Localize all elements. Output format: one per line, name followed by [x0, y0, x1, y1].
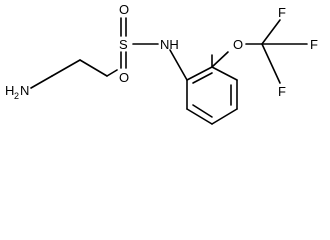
fluorine-right-label: F: [310, 37, 318, 52]
bond-c2-c3: [79, 59, 108, 77]
ring-double-1: [192, 72, 213, 84]
fluorine-top-label: F: [278, 5, 286, 20]
bond-c-f-bottom: [261, 43, 281, 84]
molecule-canvas: H 2 N S O O NH O F F F: [5, 2, 318, 125]
amine-n-label: N: [20, 83, 29, 98]
bond-c-f-top: [261, 19, 281, 45]
nh-label: NH: [160, 37, 179, 52]
bond-c3-s: [106, 69, 118, 77]
ring-bond-1: [186, 66, 213, 81]
ring-bond-4: [211, 108, 238, 125]
bond-c1-c2: [51, 59, 81, 77]
bond-n-c1: [30, 75, 53, 89]
amine-h-label: H: [5, 83, 14, 98]
bond-ring-o-b: [211, 51, 229, 68]
ring-bond-2: [211, 66, 238, 81]
ether-o-label: O: [233, 37, 243, 52]
sulfur-label: S: [119, 37, 128, 52]
oxygen-top-label: O: [119, 2, 129, 17]
fluorine-bottom-label: F: [278, 84, 286, 99]
oxygen-bottom-label: O: [119, 70, 129, 85]
bond-n-ring: [169, 49, 188, 81]
ring-bond-5: [186, 108, 213, 125]
amine-subscript: 2: [14, 91, 19, 101]
structure-diagram: H 2 N S O O NH O F F F: [5, 2, 318, 125]
ring-double-3: [192, 104, 213, 118]
